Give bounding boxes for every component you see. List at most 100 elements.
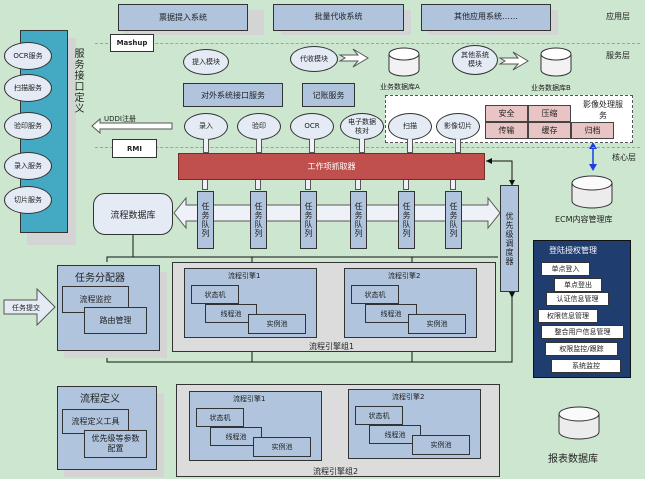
task-queue[interactable]: 任务队列 [350,191,367,249]
flow-arrow-a [338,48,369,68]
work-item[interactable]: 录入 [184,113,228,140]
work-item[interactable]: 电子数据核对 [340,113,384,140]
app-system-1[interactable]: 票据提入系统 [118,4,248,31]
accounting-service[interactable]: 记账服务 [302,83,355,107]
layer-label-core: 核心层 [612,153,636,162]
image-cell-archive[interactable]: 归档 [571,122,614,139]
task-submit-label: 任务提交 [12,304,40,312]
service-entry[interactable]: 录入服务 [4,152,52,180]
queue-down-arrow [403,180,409,190]
engine-component[interactable]: 状态机 [196,408,244,427]
module-other[interactable]: 其他系统模块 [452,45,498,75]
work-item[interactable]: 验印 [237,113,281,140]
task-queue[interactable]: 任务队列 [250,191,267,249]
image-service-title: 影像处理服务 [583,100,623,120]
module-tiru[interactable]: 提入模块 [183,49,229,75]
work-item-connector [203,139,209,153]
engine-component[interactable]: 实例池 [408,314,466,334]
image-cell-transfer[interactable]: 传输 [485,122,528,139]
process-def-priority-config[interactable]: 优先级等参数配置 [84,430,147,458]
engine-component-label: 实例池 [430,441,452,449]
cell-label: 归档 [584,126,601,135]
rmi-label: RMI [127,144,142,153]
service-label: 录入服务 [14,161,42,170]
item-label: 优先级等参数配置 [91,434,140,453]
process-engine-title: 流程引擎2 [388,272,421,280]
module-daishou[interactable]: 代收模块 [290,46,338,72]
engine-component[interactable]: 状态机 [355,406,403,425]
app-system-3[interactable]: 其他应用系统…… [421,4,551,31]
auth-item[interactable]: 权限信息管理 [538,309,598,323]
accounting-label: 记账服务 [312,90,345,100]
queue-down-arrow [202,180,208,190]
image-cell-security[interactable]: 安全 [485,105,528,122]
engine-component[interactable]: 线程池 [205,304,257,323]
uddi-label: UDDI注册 [104,115,136,123]
engine-component[interactable]: 状态机 [351,285,399,304]
work-item[interactable]: OCR [290,113,334,140]
auth-item[interactable]: 权限监控/跟踪 [545,342,618,356]
process-database[interactable]: 流程数据库 [93,193,173,235]
service-scan[interactable]: 扫描服务 [4,74,52,102]
dispatcher-item-routing[interactable]: 路由管理 [84,307,147,334]
engine-component-label: 状态机 [368,411,390,420]
auth-item[interactable]: 系统监控 [551,359,621,373]
image-cell-cache[interactable]: 缓存 [528,122,571,139]
auth-item-label: 单点登入 [551,265,580,273]
engine-component[interactable]: 状态机 [191,285,239,304]
work-item-connector [407,139,413,153]
task-queue-label: 任务队列 [449,202,458,238]
task-dispatcher-title: 任务分配器 [75,273,125,284]
task-queue[interactable]: 任务队列 [300,191,317,249]
cell-label: 传输 [498,126,515,135]
service-interface-title: 服务接口定义 [72,48,83,114]
service-label: 验印服务 [14,121,42,130]
report-database-label: 报表数据库 [548,454,598,465]
auth-item[interactable]: 单点登入 [541,262,590,276]
database-b-label: 业务数据库B [531,84,571,92]
auth-item-label: 单点登出 [564,281,592,289]
engine-component[interactable]: 线程池 [365,304,417,323]
external-interface-service[interactable]: 对外系统接口服务 [183,83,283,107]
auth-item[interactable]: 认证信息管理 [546,292,609,306]
engine-component-label: 状态机 [364,290,386,299]
process-engine-title: 流程引擎1 [228,272,261,280]
image-cell-compress[interactable]: 压缩 [528,105,571,122]
work-item-label: 电子数据核对 [348,117,376,135]
task-queue[interactable]: 任务队列 [197,191,214,249]
engine-component[interactable]: 实例池 [253,437,311,457]
rmi-box[interactable]: RMI [112,139,157,158]
work-fetcher-label: 工作项抓取器 [307,162,356,171]
priority-scheduler[interactable]: 优先级调度器 [500,185,519,292]
auth-item-label: 权限监控/跟踪 [559,345,604,353]
task-queue[interactable]: 任务队列 [398,191,415,249]
engine-component-label: 实例池 [426,320,448,328]
service-slice[interactable]: 切片服务 [4,186,52,214]
priority-scheduler-label: 优先级调度器 [505,211,514,266]
database-a-label: 业务数据库A [380,83,420,91]
service-verify-seal[interactable]: 验印服务 [4,112,52,140]
queue-down-arrow [355,180,361,190]
engine-component[interactable]: 实例池 [248,314,306,334]
task-queue[interactable]: 任务队列 [445,191,462,249]
work-item[interactable]: 影像切片 [436,113,480,140]
work-item[interactable]: 扫描 [388,113,432,140]
engine-component[interactable]: 实例池 [412,435,470,455]
auth-item[interactable]: 整合用户信息管理 [541,325,624,339]
module-label: 其他系统模块 [461,51,489,68]
service-ocr[interactable]: OCR服务 [4,42,52,70]
layer-divider-app-service [95,43,640,44]
process-db-label: 流程数据库 [110,210,156,221]
engine-component[interactable]: 线程池 [210,427,262,446]
engine-component-label: 实例池 [271,443,293,451]
app-system-2[interactable]: 批量代收系统 [273,4,404,31]
service-label: OCR服务 [13,51,43,60]
engine-component[interactable]: 线程池 [369,425,421,444]
queue-down-arrow [305,180,311,190]
work-item-connector [256,139,262,153]
auth-item[interactable]: 单点登出 [554,278,602,292]
task-queue-label: 任务队列 [254,202,263,238]
mashup-box[interactable]: Mashup [110,34,154,52]
work-item-fetcher[interactable]: 工作项抓取器 [178,153,485,180]
queue-down-arrow [450,180,456,190]
